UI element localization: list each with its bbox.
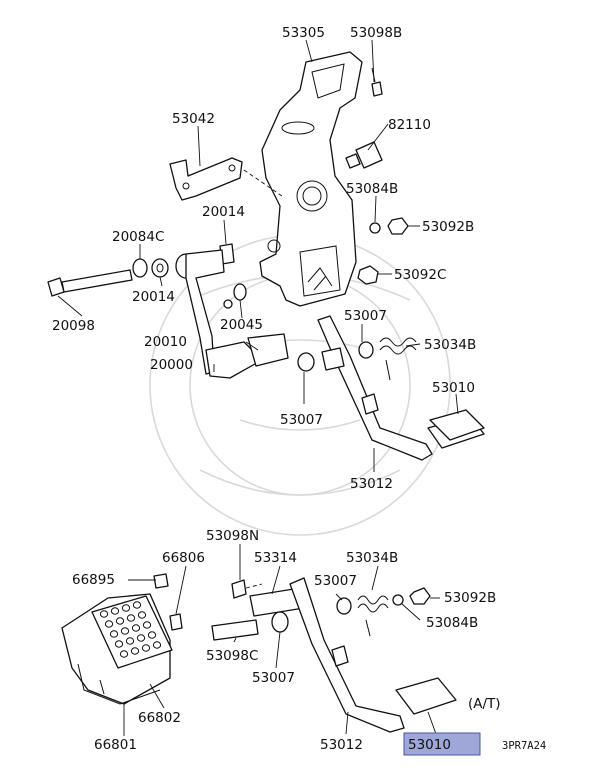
label-66802: 66802	[138, 710, 181, 726]
label-53098C: 53098C	[206, 648, 258, 664]
bushing-20014	[151, 258, 169, 278]
label-53042: 53042	[172, 111, 215, 127]
label-53007-upper: 53007	[344, 308, 387, 324]
highlight-box-53010	[403, 732, 481, 756]
pad-grip-dot	[136, 634, 146, 642]
return-spring-53034B-bot	[357, 595, 389, 637]
label-66801: 66801	[94, 737, 137, 753]
bolt-53098C	[211, 619, 259, 641]
label-53012-top: 53012	[350, 476, 393, 492]
pad-grip-dot	[130, 647, 140, 655]
pedal-pad-66802	[91, 595, 173, 669]
label-20010: 20010	[144, 334, 187, 350]
screw-66895	[153, 573, 169, 589]
label-53012-bot: 53012	[320, 737, 363, 753]
collar-53007-bot	[336, 597, 352, 615]
label-53305: 53305	[282, 25, 325, 41]
label-20084C: 20084C	[112, 229, 164, 245]
bolt-53098N	[231, 579, 263, 599]
label-53098N: 53098N	[206, 528, 259, 544]
figure-code: 3PR7A24	[502, 740, 546, 752]
pad-grip-dot	[126, 614, 136, 622]
collar-53007-upper	[321, 341, 374, 371]
label-53007-left: 53007	[280, 412, 323, 428]
label-53092B-top: 53092B	[422, 219, 474, 235]
bushing-53007-bot	[271, 611, 289, 633]
return-spring-53034B	[379, 337, 417, 381]
pad-grip-dot	[121, 604, 131, 612]
label-66895: 66895	[72, 572, 115, 588]
stop-switch-82110	[345, 141, 383, 169]
pad-grip-dot	[110, 607, 120, 615]
label-53314: 53314	[254, 550, 297, 566]
nut-53084B	[369, 222, 381, 234]
nut-53084B-bot	[392, 594, 404, 606]
pad-grip-dot	[152, 641, 162, 649]
label-20000: 20000	[150, 357, 193, 373]
pad-grip-dot	[114, 640, 124, 648]
label-20014-mid: 20014	[132, 289, 175, 305]
label-53007-bot-right: 53007	[314, 573, 357, 589]
nut-53092B	[387, 217, 409, 235]
pad-grip-dot	[104, 620, 114, 628]
pad-grip-dot	[131, 624, 141, 632]
label-53098B-top: 53098B	[350, 25, 402, 41]
pad-grip-dot	[147, 631, 157, 639]
label-53034B-top: 53034B	[424, 337, 476, 353]
label-53084B-top: 53084B	[346, 181, 398, 197]
label-53084B-bot: 53084B	[426, 615, 478, 631]
label-53092B-bot: 53092B	[444, 590, 496, 606]
pad-grip-dot	[119, 650, 129, 658]
pad-grip-dot	[99, 610, 109, 618]
label-53092C: 53092C	[394, 267, 446, 283]
label-53007-bot-left: 53007	[252, 670, 295, 686]
pedal-bracket-53305	[259, 51, 363, 307]
clutch-pedal-20000	[175, 249, 289, 379]
pedal-pad-53010-top	[429, 409, 485, 441]
note-at: (A/T)	[468, 696, 501, 712]
pad-grip-dot	[115, 617, 125, 625]
label-20098: 20098	[52, 318, 95, 334]
leader-lines	[57, 39, 459, 736]
washer-20084C	[132, 258, 148, 278]
label-53034B-bot: 53034B	[346, 550, 398, 566]
pad-grip-dot	[132, 601, 142, 609]
nut-53092C	[357, 265, 379, 285]
bushing-20045	[233, 283, 247, 301]
pad-grip-dot	[109, 630, 119, 638]
label-53010-top: 53010	[432, 380, 475, 396]
label-53010-bot: 53010	[408, 737, 451, 753]
bolt-20098	[47, 269, 133, 297]
brake-pedal-53012-at	[289, 577, 405, 733]
pad-grip-dot	[125, 637, 135, 645]
pedal-pad-53010-bot	[395, 677, 457, 715]
label-66806: 66806	[162, 550, 205, 566]
pad-grip-dot	[137, 611, 147, 619]
pad-grip-dot	[141, 644, 151, 652]
nut-53092B-bot	[409, 587, 431, 605]
bolt-66806	[169, 613, 183, 631]
label-20045: 20045	[220, 317, 263, 333]
label-20014-top: 20014	[202, 204, 245, 220]
pad-grip-dot	[142, 621, 152, 629]
part-labels: 53305 53098B 53042 82110 53084B 53092B 2…	[52, 25, 546, 753]
bushing-53007-left	[297, 352, 315, 372]
label-82110: 82110	[388, 117, 431, 133]
pad-grip-dot	[120, 627, 130, 635]
bracket-53042	[169, 157, 283, 201]
